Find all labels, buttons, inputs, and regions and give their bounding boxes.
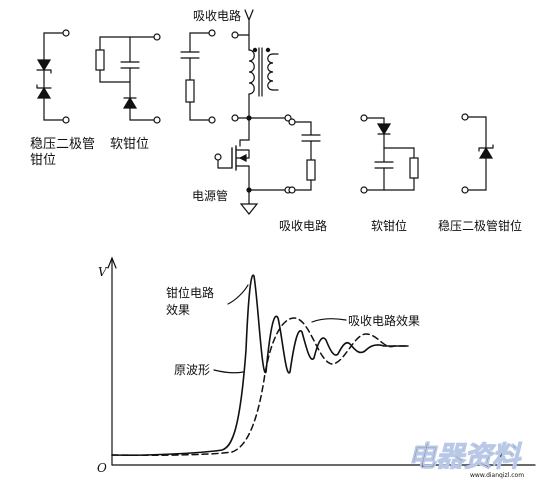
dot-primary <box>252 47 258 53</box>
wire-bottom <box>366 167 385 191</box>
terminal-top <box>360 114 368 122</box>
label-clamp-effect-1: 钳位电路 <box>166 285 214 300</box>
resistor <box>306 159 316 181</box>
resistor <box>409 157 419 179</box>
capacitor <box>301 134 321 142</box>
snubber-effect-curve <box>111 317 409 457</box>
diode <box>376 123 392 136</box>
origin-label: O <box>97 461 107 475</box>
diode <box>122 96 138 109</box>
zener-clamp-right <box>461 113 494 194</box>
terminal-bottom <box>62 116 70 124</box>
label-snubber-top: 吸收电路 <box>193 8 241 23</box>
clamp-effect-curve <box>111 274 409 456</box>
wire-bottom <box>189 101 210 121</box>
transformer-core <box>258 47 263 97</box>
leader-original <box>213 369 244 374</box>
label-power-switch: 电源管 <box>192 188 228 203</box>
label-soft-clamp-left: 软钳位 <box>110 137 149 152</box>
soft-clamp-right <box>360 114 419 194</box>
terminal-top <box>288 118 296 126</box>
zener-diode-lower <box>36 86 52 99</box>
soft-clamp-left <box>95 33 161 124</box>
waveform-plot <box>107 256 536 466</box>
zener-bar-lower <box>36 84 52 89</box>
node-left-drain <box>231 114 239 122</box>
mosfet-arrow <box>238 154 247 162</box>
watermark-url: www.dianqizl.com <box>470 472 524 479</box>
capacitor <box>120 61 140 69</box>
label-soft-clamp-right: 软钳位 <box>371 218 407 233</box>
wire-to-mosfet <box>239 117 250 147</box>
wire-top <box>366 117 385 125</box>
leader-snubber <box>311 318 347 323</box>
wire-split <box>383 133 415 159</box>
wire-top <box>43 32 64 61</box>
terminal-bottom <box>153 116 161 124</box>
circuit-labels: 稳压二极管 钳位 软钳位 吸收电路 电源管 吸收电路 软钳位 稳压二极管钳位 <box>30 8 522 233</box>
y-axis-label: V <box>98 265 108 279</box>
zener-clamp-left <box>36 29 70 124</box>
y-axis-arrow <box>107 256 117 269</box>
power-stage <box>214 9 292 215</box>
rc-snubber-left <box>180 29 216 124</box>
terminal-top <box>62 29 70 37</box>
transformer-primary <box>248 49 255 95</box>
watermark-brand: 电器资料 <box>408 440 522 473</box>
capacitor <box>374 161 394 169</box>
node-top-left <box>231 31 239 39</box>
waveform-labels: V O 钳位电路 效果 吸收电路效果 原波形 <box>97 265 420 475</box>
terminal-top <box>153 33 161 41</box>
wire-bottom <box>129 107 155 121</box>
wire-bottom <box>467 157 487 191</box>
terminal-bottom <box>208 116 216 124</box>
label-zener-clamp-left-1: 稳压二极管 <box>30 136 95 152</box>
terminal-bottom <box>360 186 368 194</box>
zener-bar <box>478 144 494 152</box>
zener-diode-upper <box>36 59 52 72</box>
zener-diode <box>478 146 494 159</box>
wire-top <box>294 121 312 136</box>
wire-resistor-return <box>99 69 131 83</box>
transformer-secondary <box>267 53 274 91</box>
wire-bottom <box>43 97 64 121</box>
terminal-bottom <box>461 186 469 194</box>
ground-symbol <box>239 203 259 215</box>
watermark: 电器资料 www.dianqizl.com <box>408 440 525 480</box>
label-snubber-right: 吸收电路 <box>279 218 327 233</box>
input-arrow <box>244 9 254 41</box>
gate-terminal <box>214 153 222 161</box>
label-original-waveform: 原波形 <box>174 363 210 377</box>
wire-top <box>99 36 155 63</box>
wire-resistor-return <box>383 177 415 191</box>
label-snubber-effect: 吸收电路效果 <box>348 313 420 328</box>
leader-clamp <box>227 284 249 305</box>
wire-top <box>467 116 487 149</box>
secondary-leads <box>272 53 279 91</box>
label-zener-clamp-right: 稳压二极管钳位 <box>438 218 522 233</box>
rc-snubber-right <box>288 118 321 194</box>
wire-top <box>189 32 210 53</box>
capacitor <box>180 51 200 59</box>
terminal-bottom <box>288 186 296 194</box>
label-zener-clamp-left-2: 钳位 <box>30 153 56 168</box>
resistor <box>95 49 105 71</box>
wire-bottom <box>294 179 312 191</box>
dot-secondary <box>265 47 271 53</box>
terminal-top <box>461 113 469 121</box>
label-clamp-effect-2: 效果 <box>166 302 190 317</box>
terminal-top <box>208 29 216 37</box>
mosfet-gate-lead <box>217 159 233 169</box>
resistor <box>185 79 195 103</box>
